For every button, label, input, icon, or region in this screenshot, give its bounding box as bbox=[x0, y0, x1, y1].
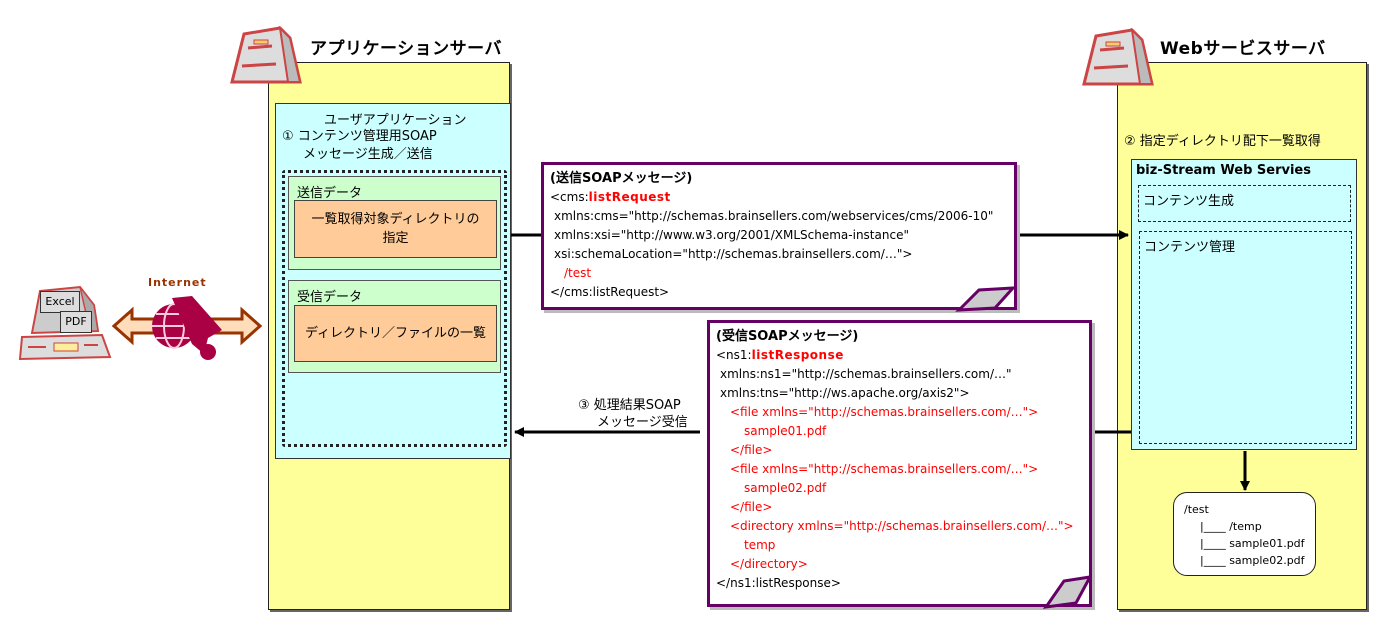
web-server-title: Webサービスサーバ bbox=[1160, 39, 1326, 59]
pdf-label: PDF bbox=[65, 315, 87, 328]
send-data-content-line2: 指定 bbox=[382, 231, 409, 246]
response-message-note: (受信SOAPメッセージ) <ns1:listResponse xmlns:ns… bbox=[707, 320, 1092, 607]
response-file1-value: sample01.pdf bbox=[744, 424, 827, 438]
recv-data-content: ディレクトリ／ファイルの一覧 bbox=[304, 325, 487, 341]
tree-item-sample01: |____ sample01.pdf bbox=[1200, 537, 1305, 550]
request-attr2: xmlns:xsi="http://www.w3.org/2001/XMLSch… bbox=[554, 228, 909, 242]
app-server-title: アプリケーションサーバ bbox=[310, 39, 502, 59]
step3-line2: メッセージ受信 bbox=[597, 415, 688, 430]
response-attr2: xmlns:tns="http://ws.apache.org/axis2"> bbox=[720, 386, 970, 400]
request-name: listRequest bbox=[588, 190, 671, 204]
content-manage-module: コンテンツ管理 bbox=[1139, 231, 1352, 444]
request-header: (送信SOAPメッセージ) bbox=[550, 171, 693, 186]
request-message-note: (送信SOAPメッセージ) <cms:listRequest xmlns:cms… bbox=[541, 162, 1017, 310]
response-prefix: <ns1: bbox=[716, 348, 752, 362]
response-dir-open: <directory xmlns="http://schemas.brainse… bbox=[730, 519, 1074, 533]
response-dir-close: </directory> bbox=[730, 557, 808, 571]
server-icon bbox=[1082, 28, 1154, 86]
response-open-tag: <ns1:listResponse bbox=[716, 346, 1083, 365]
request-close-tag: </cms:listRequest> bbox=[550, 285, 670, 299]
pdf-doc-icon: PDF bbox=[60, 311, 92, 333]
request-attr3: xsi:schemaLocation="http://schemas.brain… bbox=[554, 247, 913, 261]
request-value: /test bbox=[564, 266, 592, 280]
recv-data-label: 受信データ bbox=[297, 290, 363, 305]
request-attr1: xmlns:cms="http://schemas.brainsellers.c… bbox=[554, 209, 994, 223]
page-curl-icon bbox=[1042, 575, 1092, 609]
response-name: listResponse bbox=[751, 348, 844, 362]
tree-item-temp: |____ /temp bbox=[1200, 520, 1262, 533]
excel-label: Excel bbox=[45, 295, 75, 308]
response-header: (受信SOAPメッセージ) bbox=[716, 329, 859, 344]
tree-item-sample02: |____ sample02.pdf bbox=[1200, 554, 1305, 567]
response-file2-close: </file> bbox=[730, 500, 773, 514]
step1-line2: メッセージ生成／送信 bbox=[303, 147, 433, 162]
step3-line1: ③ 処理結果SOAP bbox=[578, 398, 681, 413]
response-dir-value: temp bbox=[744, 538, 776, 552]
request-open-tag: <cms:listRequest bbox=[550, 188, 1008, 207]
user-application-title: ユーザアプリケーション bbox=[324, 113, 467, 128]
response-file1-close: </file> bbox=[730, 443, 773, 457]
message-boundary bbox=[282, 170, 507, 447]
content-manage-label: コンテンツ管理 bbox=[1144, 240, 1236, 255]
send-data-label: 送信データ bbox=[297, 186, 363, 201]
tree-root: /test bbox=[1184, 503, 1209, 516]
biz-stream-title: biz-Stream Web Servies bbox=[1136, 163, 1311, 178]
server-icon bbox=[230, 26, 302, 84]
excel-doc-icon: Excel bbox=[40, 291, 80, 313]
response-file2-value: sample02.pdf bbox=[744, 481, 827, 495]
page-curl-icon bbox=[955, 286, 1015, 312]
response-file2-open: <file xmlns="http://schemas.brainsellers… bbox=[730, 462, 1039, 476]
step1-line1: ① コンテンツ管理用SOAP bbox=[282, 129, 437, 144]
internet-link-icon bbox=[112, 296, 262, 360]
recv-data-item: ディレクトリ／ファイルの一覧 bbox=[294, 305, 497, 362]
step2-label: ② 指定ディレクトリ配下一覧取得 bbox=[1124, 134, 1321, 149]
content-generate-label: コンテンツ生成 bbox=[1143, 194, 1235, 209]
internet-label: Internet bbox=[148, 276, 207, 289]
send-data-item: 一覧取得対象ディレクトリの 指定 bbox=[294, 200, 497, 258]
response-close-tag: </ns1:listResponse> bbox=[716, 576, 841, 590]
directory-tree: /test |____ /temp |____ sample01.pdf |__… bbox=[1173, 492, 1316, 576]
response-attr1: xmlns:ns1="http://schemas.brainsellers.c… bbox=[720, 367, 1012, 381]
content-generate-module: コンテンツ生成 bbox=[1138, 185, 1351, 222]
request-prefix: <cms: bbox=[550, 190, 589, 204]
biz-stream-panel bbox=[1131, 159, 1357, 450]
response-file1-open: <file xmlns="http://schemas.brainsellers… bbox=[730, 405, 1039, 419]
send-data-content-line1: 一覧取得対象ディレクトリの bbox=[311, 211, 480, 227]
